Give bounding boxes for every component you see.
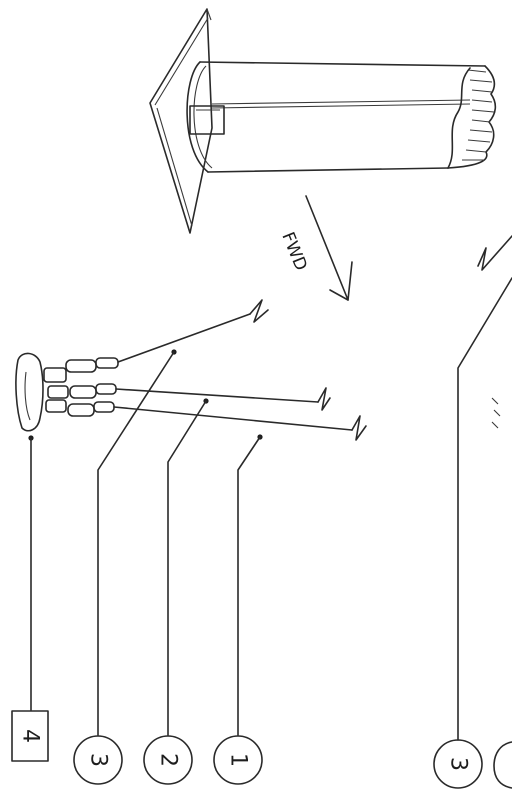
mounting-plate <box>149 8 213 234</box>
callout-label-4: 4 <box>18 729 43 743</box>
callout-label-2: 2 <box>156 753 181 767</box>
wire-upper <box>117 299 269 363</box>
fwd-label: FWD <box>277 229 310 273</box>
bracket-assembly <box>15 352 119 432</box>
leader-lines <box>28 277 512 741</box>
callout-item-3: 3 <box>73 735 123 785</box>
wire-break-right <box>477 235 512 271</box>
break-mark <box>491 397 501 429</box>
callout-item-4: 4 <box>11 710 49 762</box>
tube-body <box>186 61 497 173</box>
forward-direction-arrow: FWD <box>277 195 353 301</box>
wire-lower <box>113 406 367 441</box>
callout-partial <box>493 741 512 789</box>
callout-label-3: 3 <box>86 753 111 767</box>
callout-item-2: 2 <box>143 735 193 785</box>
callout-label-3-right: 3 <box>446 757 471 771</box>
callout-item-3-right: 3 <box>433 739 483 789</box>
callout-item-1: 1 <box>213 735 263 785</box>
callout-label-1: 1 <box>226 753 251 767</box>
